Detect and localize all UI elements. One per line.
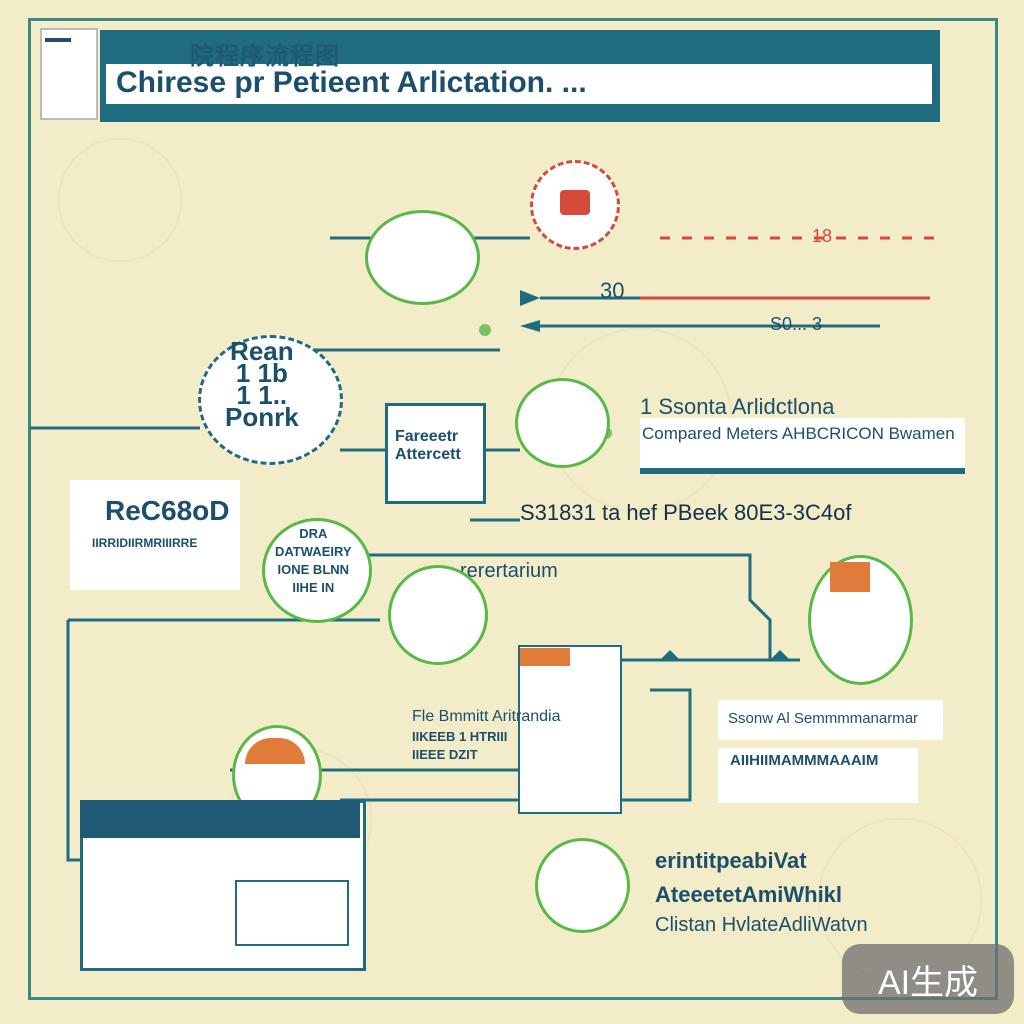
right-card [718,700,943,740]
inter-label: rerertarium [460,560,558,582]
bottom-circle-icon [535,838,630,933]
bottom-title-2: AteeetetAmiWhikl [655,882,843,907]
header-inner [106,64,932,104]
header-title-en: Chirese pr Petieent Arlictation. ... [116,66,587,99]
right-card-sub: AIIHIIMAMMMAAAIM [730,752,879,769]
arrow-label-mid: 30 [600,278,625,303]
registration-card-title: ReC68oD [105,495,230,526]
right-card-lower [718,748,918,803]
arrow-label-top: 18 [812,226,833,246]
registration-circle-text: Rean 1 1b 1 1.. Ponrk [225,336,299,432]
form-box [385,403,486,504]
bed-accent-icon [830,562,870,592]
center-document [518,645,622,814]
corner-tab [40,28,98,120]
diagram-frame [28,18,998,1000]
exam-circle-icon [515,378,610,468]
center-document-tag [520,648,570,666]
registration-circle [198,335,343,465]
right-card-title: Ssonw Al Semmmmanarmar [728,710,919,727]
stamp-mark-icon [560,190,590,215]
form-box-text: Fareeetr Attercett [395,428,461,463]
arrow-label-low: S0... 3 [770,314,823,334]
registration-card [70,480,240,590]
step1-title: 1 Ssonta Arlidctlona [640,394,835,419]
step1-bar [640,418,965,474]
doctor-circle-icon [388,565,488,665]
step1-sub: Compared Meters AHBCRICON Bwamen [642,424,955,443]
window-inner-box [235,880,349,946]
department-circle [262,518,372,623]
header-title-cn: 院程序流程图 [190,43,340,70]
registration-card-sub: IIRRIDIIRMRIIIRRE [92,536,198,550]
mid-label: S31831 ta hef PBeek 80E3-3C4of [520,500,852,525]
bottom-title-1: erintitpeabiVat [655,848,807,873]
document-circle-icon [365,210,480,305]
corner-tab-line [45,38,71,42]
left-center-label: Fle Bmmitt Aritrandia [412,708,561,725]
bottom-title-3: Clistan HvlateAdliWatvn [655,914,868,936]
ai-generated-badge: AI生成 [842,944,1014,1014]
window-titlebar [80,800,360,838]
left-center-sub: IIKEEB 1 HTRIII IIEEE DZIT [412,729,508,762]
department-circle-text: DRA DATWAEIRY IONE BLNN IIHE IN [275,526,352,595]
